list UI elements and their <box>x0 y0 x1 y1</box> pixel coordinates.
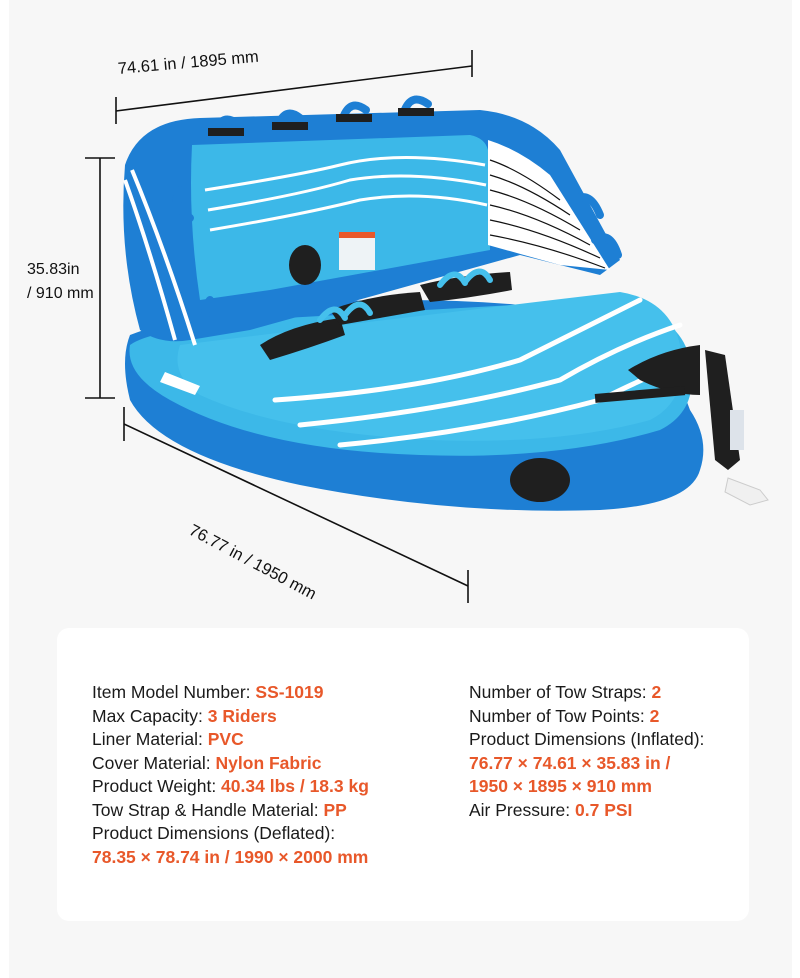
spec-product-weight: Product Weight: 40.34 lbs / 18.3 kg <box>92 776 369 796</box>
spec-cover-material: Cover Material: Nylon Fabric <box>92 752 322 773</box>
product-illustration <box>85 50 769 603</box>
specifications-card: Item Model Number: SS-1019 Max Capacity:… <box>57 628 749 921</box>
specs-right-column: Number of Tow Straps: 2 Number of Tow Po… <box>469 681 704 822</box>
spec-air-pressure: Air Pressure: 0.7 PSI <box>469 799 633 820</box>
spec-model-number: Item Model Number: SS-1019 <box>92 682 324 702</box>
spec-max-capacity: Max Capacity: 3 Riders <box>92 705 277 726</box>
spec-deflated-dimensions-label: Product Dimensions (Deflated): <box>92 823 336 843</box>
spec-inflated-dimensions-label: Product Dimensions (Inflated): <box>469 729 705 749</box>
spec-tow-straps: Number of Tow Straps: 2 <box>469 682 662 702</box>
tube-backrest <box>123 110 620 346</box>
specs-left-column: Item Model Number: SS-1019 Max Capacity:… <box>92 681 369 869</box>
spec-tow-points: Number of Tow Points: 2 <box>469 705 660 726</box>
dimension-lines <box>85 50 473 603</box>
spec-strap-handle-material: Tow Strap & Handle Material: PP <box>92 799 347 820</box>
spec-liner-material: Liner Material: PVC <box>92 729 244 749</box>
spec-inflated-dimensions-value-2: 1950 × 1895 × 910 mm <box>469 776 652 796</box>
height-dimension-line2: / 910 mm <box>27 285 94 302</box>
spec-inflated-dimensions-value-1: 76.77 × 74.61 × 35.83 in / <box>469 752 671 773</box>
spec-deflated-dimensions-value: 78.35 × 78.74 in / 1990 × 2000 mm <box>92 846 369 867</box>
height-dimension-label: 35.83in / 910 mm <box>27 258 94 306</box>
tow-harness <box>594 345 769 506</box>
height-dimension-line1: 35.83in <box>27 261 80 278</box>
